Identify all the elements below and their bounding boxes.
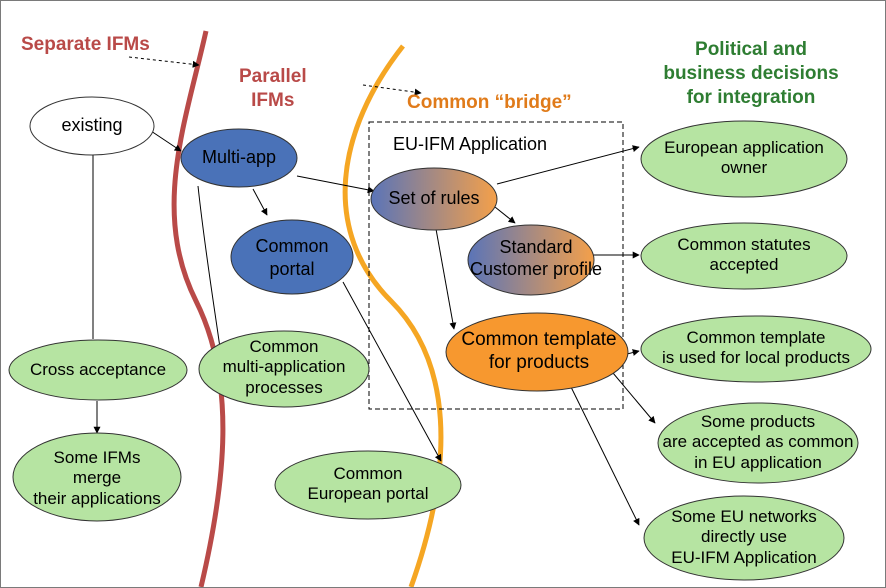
political-decisions-header: Political and business decisions for int…	[663, 39, 839, 108]
template-local-node-shape	[640, 315, 872, 383]
eu-ifm-box-title: EU-IFM Application	[393, 134, 548, 154]
parallel-ifms-header: Parallel IFMs	[239, 66, 307, 112]
set-of-rules-node: Set of rules	[388, 188, 480, 208]
parallel-pointer-line	[362, 84, 422, 96]
template-local-node: Common template is used for local produc…	[661, 328, 851, 368]
standard-profile-node-shape	[467, 224, 595, 296]
eu-networks-node-shape	[643, 495, 845, 581]
separate-ifms-header: Separate IFMs	[21, 34, 150, 55]
common-european-portal-node-shape	[274, 450, 462, 520]
separate-ifms-curve	[171, 30, 226, 587]
arrow-portal-european	[342, 281, 442, 462]
common-bridge-header: Common “bridge”	[407, 92, 572, 113]
some-ifms-merge-node: Some IFMs merge their applications	[33, 448, 161, 508]
multi-app-node: Multi-app	[201, 147, 277, 167]
eu-networks-node: Some EU networks directly use EU-IFM App…	[671, 507, 817, 567]
arrow-template-products	[612, 372, 656, 424]
cross-acceptance-node-shape	[8, 339, 188, 401]
common-template-node-shape	[445, 312, 629, 392]
arrow-existing-multiapp	[150, 130, 182, 152]
arrow-multiapp-portal	[252, 188, 268, 216]
cross-acceptance-node: Cross acceptance	[29, 360, 167, 379]
existing-node-shape	[29, 96, 155, 156]
multi-app-processes-node: Common multi-application processes	[222, 337, 346, 397]
eu-ifm-box	[368, 121, 624, 410]
arrow-template-networks	[570, 386, 640, 526]
standard-profile-node: Standard Customer profile	[469, 237, 603, 279]
common-statutes-node: Common statutes accepted	[677, 235, 811, 275]
arrow-template-local	[626, 349, 640, 356]
existing-node: existing	[61, 115, 123, 135]
multi-app-processes-node-shape	[198, 330, 370, 408]
european-owner-node: European application owner	[664, 138, 824, 178]
separate-pointer-line	[128, 56, 200, 68]
products-common-node-shape	[657, 402, 859, 484]
common-template-node: Common template for products	[461, 329, 617, 373]
some-ifms-merge-node-shape	[12, 432, 182, 522]
arrow-multiapp-rules	[296, 175, 375, 194]
products-common-node: Some products are accepted as common in …	[662, 412, 854, 472]
arrow-rules-template	[435, 228, 457, 330]
multi-app-node-shape	[180, 128, 298, 188]
common-european-portal-node: Common European portal	[307, 464, 429, 504]
set-of-rules-node-shape	[370, 167, 498, 231]
european-owner-node-shape	[640, 120, 848, 198]
common-statutes-node-shape	[640, 222, 848, 290]
common-portal-node: Common portal	[255, 236, 329, 280]
arrow-rules-owner	[496, 145, 640, 185]
arrow-multiapp-processes	[197, 185, 224, 356]
arrow-rules-profile	[494, 206, 516, 224]
common-portal-node-shape	[230, 219, 354, 295]
